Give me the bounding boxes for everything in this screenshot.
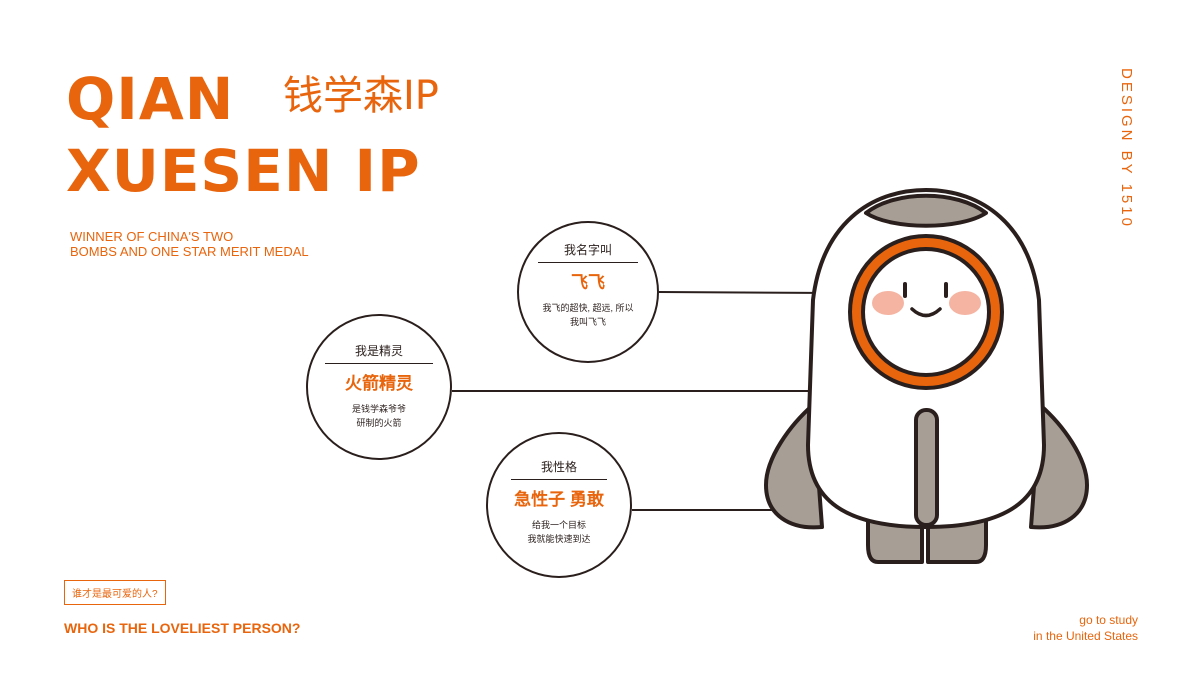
loveliest-question: WHO IS THE LOVELIEST PERSON? [64,620,301,636]
mascot [764,188,1089,564]
bubble-name-description: 我飞的超快, 超远, 所以 我叫飞飞 [519,301,657,329]
bubble-personality-desc-line-2: 我就能快速到达 [527,534,591,544]
bubble-spirit-desc-line-1: 是钱学森爷爷 [351,404,406,414]
bubble-name-answer: 飞飞 [571,273,605,292]
title-line-1: QIAN [66,65,235,133]
bubble-personality-desc-line-1: 给我一个目标 [531,520,586,530]
bubble-personality: 我性格 急性子 勇敢 给我一个目标 我就能快速到达 [486,432,632,578]
connector-line-name [658,291,835,294]
bubble-name-desc-line-1: 我飞的超快, 超远, 所以 [542,303,634,313]
bubble-spirit-desc-line-2: 研制的火箭 [356,418,402,428]
mascot-right-leg [926,518,988,564]
mascot-left-cheek [872,291,904,315]
bubble-name-desc-line-2: 我叫飞飞 [569,317,606,327]
bubble-personality-description: 给我一个目标 我就能快速到达 [488,518,630,546]
title-chinese: 钱学森IP [283,73,439,119]
mascot-face-features [872,282,981,318]
bubble-personality-question: 我性格 [510,458,607,480]
study-note: go to study in the United States [1033,612,1138,644]
bubble-spirit: 我是精灵 火箭精灵 是钱学森爷爷 研制的火箭 [306,314,452,460]
tag-box: 谁才是最可爱的人? [64,580,166,605]
bubble-personality-answer: 急性子 勇敢 [514,490,604,509]
study-note-line-2: in the United States [1033,629,1138,643]
subtitle-line-1: WINNER OF CHINA'S TWO [70,229,234,244]
mascot-smile [910,307,942,318]
bubble-name-question: 我名字叫 [537,241,638,263]
bubble-spirit-question: 我是精灵 [324,342,433,364]
mascot-left-leg [866,518,924,564]
mascot-cap [864,193,988,228]
title-line-2: XUESEN IP [66,137,421,205]
subtitle: WINNER OF CHINA'S TWO BOMBS AND ONE STAR… [70,229,309,259]
bubble-spirit-description: 是钱学森爷爷 研制的火箭 [308,402,450,430]
study-note-line-1: go to study [1079,613,1138,627]
mascot-belly-stripe [914,408,939,527]
mascot-right-cheek [949,291,981,315]
bubble-name: 我名字叫 飞飞 我飞的超快, 超远, 所以 我叫飞飞 [517,221,659,363]
bubble-spirit-answer: 火箭精灵 [345,374,413,393]
design-by-label: DESIGN BY 1510 [1118,68,1135,229]
subtitle-line-2: BOMBS AND ONE STAR MERIT MEDAL [70,244,309,259]
mascot-face [861,247,991,377]
